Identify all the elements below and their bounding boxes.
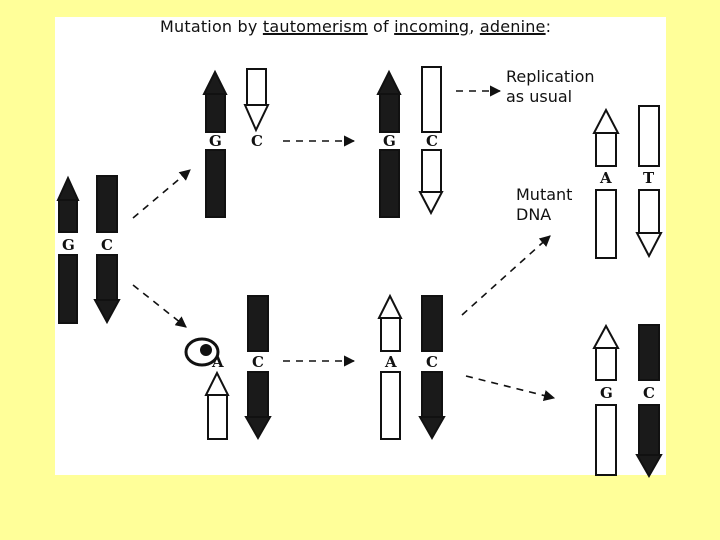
mutant-t-arrowhead (635, 232, 663, 259)
arrow-parent-to-top (132, 169, 191, 219)
arrow-to-final (465, 375, 556, 401)
bot2-a-strand-lower (380, 371, 401, 440)
top2-c-strand-upper (421, 66, 442, 133)
top2-c-strand-lower (421, 149, 442, 193)
bot2-c-arrowhead (418, 416, 446, 441)
replication-note: Replication as usual (506, 67, 595, 107)
bot1-a-arrowhead (204, 370, 230, 396)
parent-g-strand-lower (58, 254, 78, 324)
bot1-a-strand (207, 394, 228, 440)
tautomer-dot (200, 344, 212, 356)
mutant-a-strand-upper (595, 132, 617, 167)
bot2-c-strand-lower (421, 371, 443, 418)
top1-g-strand-lower (205, 149, 226, 218)
bot1-left-base: A (212, 353, 224, 371)
mutant-t-strand-upper (638, 105, 660, 167)
parent-left-base: G (62, 236, 75, 254)
final-c-strand-upper (638, 324, 660, 381)
diagram-title: Mutation by tautomerism of incoming, ade… (160, 17, 552, 36)
bottom-daughter-2 (377, 293, 446, 441)
mutant-dna (592, 105, 663, 259)
mutant-t-strand-lower (638, 189, 660, 234)
top2-left-base: G (383, 132, 396, 150)
final-g-strand-lower (595, 404, 617, 476)
parent-c-strand-lower (96, 254, 118, 301)
top1-left-base: G (209, 132, 222, 150)
final-right-base: C (643, 384, 655, 402)
top1-right-base: C (251, 132, 263, 150)
bot2-a-arrowhead (377, 293, 403, 319)
title-tautomerism: tautomerism (262, 17, 368, 36)
parent-g-strand-arrowhead (56, 175, 80, 201)
bot1-c-strand-upper (247, 295, 269, 352)
top1-c-arrowhead (243, 104, 270, 133)
mutant-note-line2: DNA (516, 205, 552, 224)
top-daughter-1 (202, 68, 270, 218)
bot1-c-strand-lower (247, 371, 269, 418)
top1-c-strand (246, 68, 267, 106)
parent-c-strand-arrowhead (93, 299, 121, 325)
arrow-parent-to-bottom (132, 284, 187, 328)
bottom-daughter-1 (184, 295, 272, 441)
final-c-strand-lower (638, 404, 660, 456)
top2-c-arrowhead (418, 191, 444, 216)
title-prefix: Mutation by (160, 17, 263, 36)
title-incoming: incoming (394, 17, 470, 36)
replication-note-line2: as usual (506, 87, 573, 106)
bot2-a-strand-upper (380, 317, 401, 352)
final-g-strand-upper (595, 347, 617, 381)
parent-right-base: C (101, 236, 113, 254)
top-daughter-2 (376, 66, 444, 218)
top2-g-strand-lower (379, 149, 400, 218)
top1-g-arrowhead (202, 69, 228, 95)
replication-note-line1: Replication (506, 67, 595, 86)
bot2-right-base: C (426, 353, 438, 371)
parent-dna (56, 175, 121, 325)
parent-c-strand-upper (96, 175, 118, 233)
mutant-note-line1: Mutant (516, 185, 573, 204)
top2-g-strand-upper (379, 93, 400, 133)
top2-right-base: C (426, 132, 438, 150)
title-of: of (367, 17, 395, 36)
final-left-base: G (600, 384, 613, 402)
bot1-c-arrowhead (244, 416, 272, 441)
mutant-a-strand-lower (595, 189, 617, 259)
mutant-left-base: A (600, 169, 612, 187)
final-g-arrowhead (592, 323, 620, 349)
final-dna (592, 323, 663, 479)
title-adenine: adenine (479, 17, 546, 36)
top1-g-strand-upper (205, 93, 226, 133)
top2-g-arrowhead (376, 69, 402, 95)
mutant-a-arrowhead (592, 107, 620, 134)
bot1-right-base: C (252, 353, 264, 371)
mutant-note: Mutant DNA (516, 185, 572, 225)
arrow-to-mutant (461, 235, 551, 316)
bot2-c-strand-upper (421, 295, 443, 352)
bot2-left-base: A (385, 353, 397, 371)
diagram-panel (55, 17, 666, 475)
final-c-arrowhead (635, 454, 663, 479)
mutant-right-base: T (643, 169, 655, 187)
parent-g-strand-upper (58, 199, 78, 233)
tautomer-marker (184, 337, 220, 367)
